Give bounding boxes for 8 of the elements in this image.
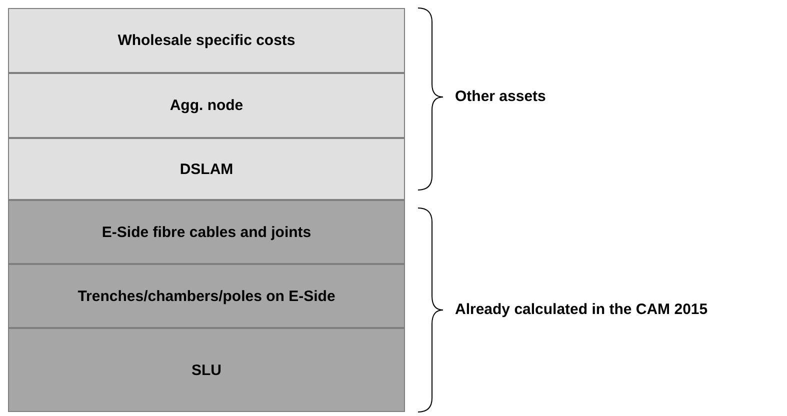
stack-layer: Agg. node — [8, 73, 405, 138]
bracket-label: Already calculated in the CAM 2015 — [455, 301, 708, 318]
stack-layer: Wholesale specific costs — [8, 8, 405, 73]
stack-layer: Trenches/chambers/poles on E-Side — [8, 264, 405, 328]
bracket-label: Other assets — [455, 88, 546, 105]
stack-layer: DSLAM — [8, 138, 405, 200]
stack-layer: E-Side fibre cables and joints — [8, 200, 405, 264]
stack-layer: SLU — [8, 328, 405, 412]
